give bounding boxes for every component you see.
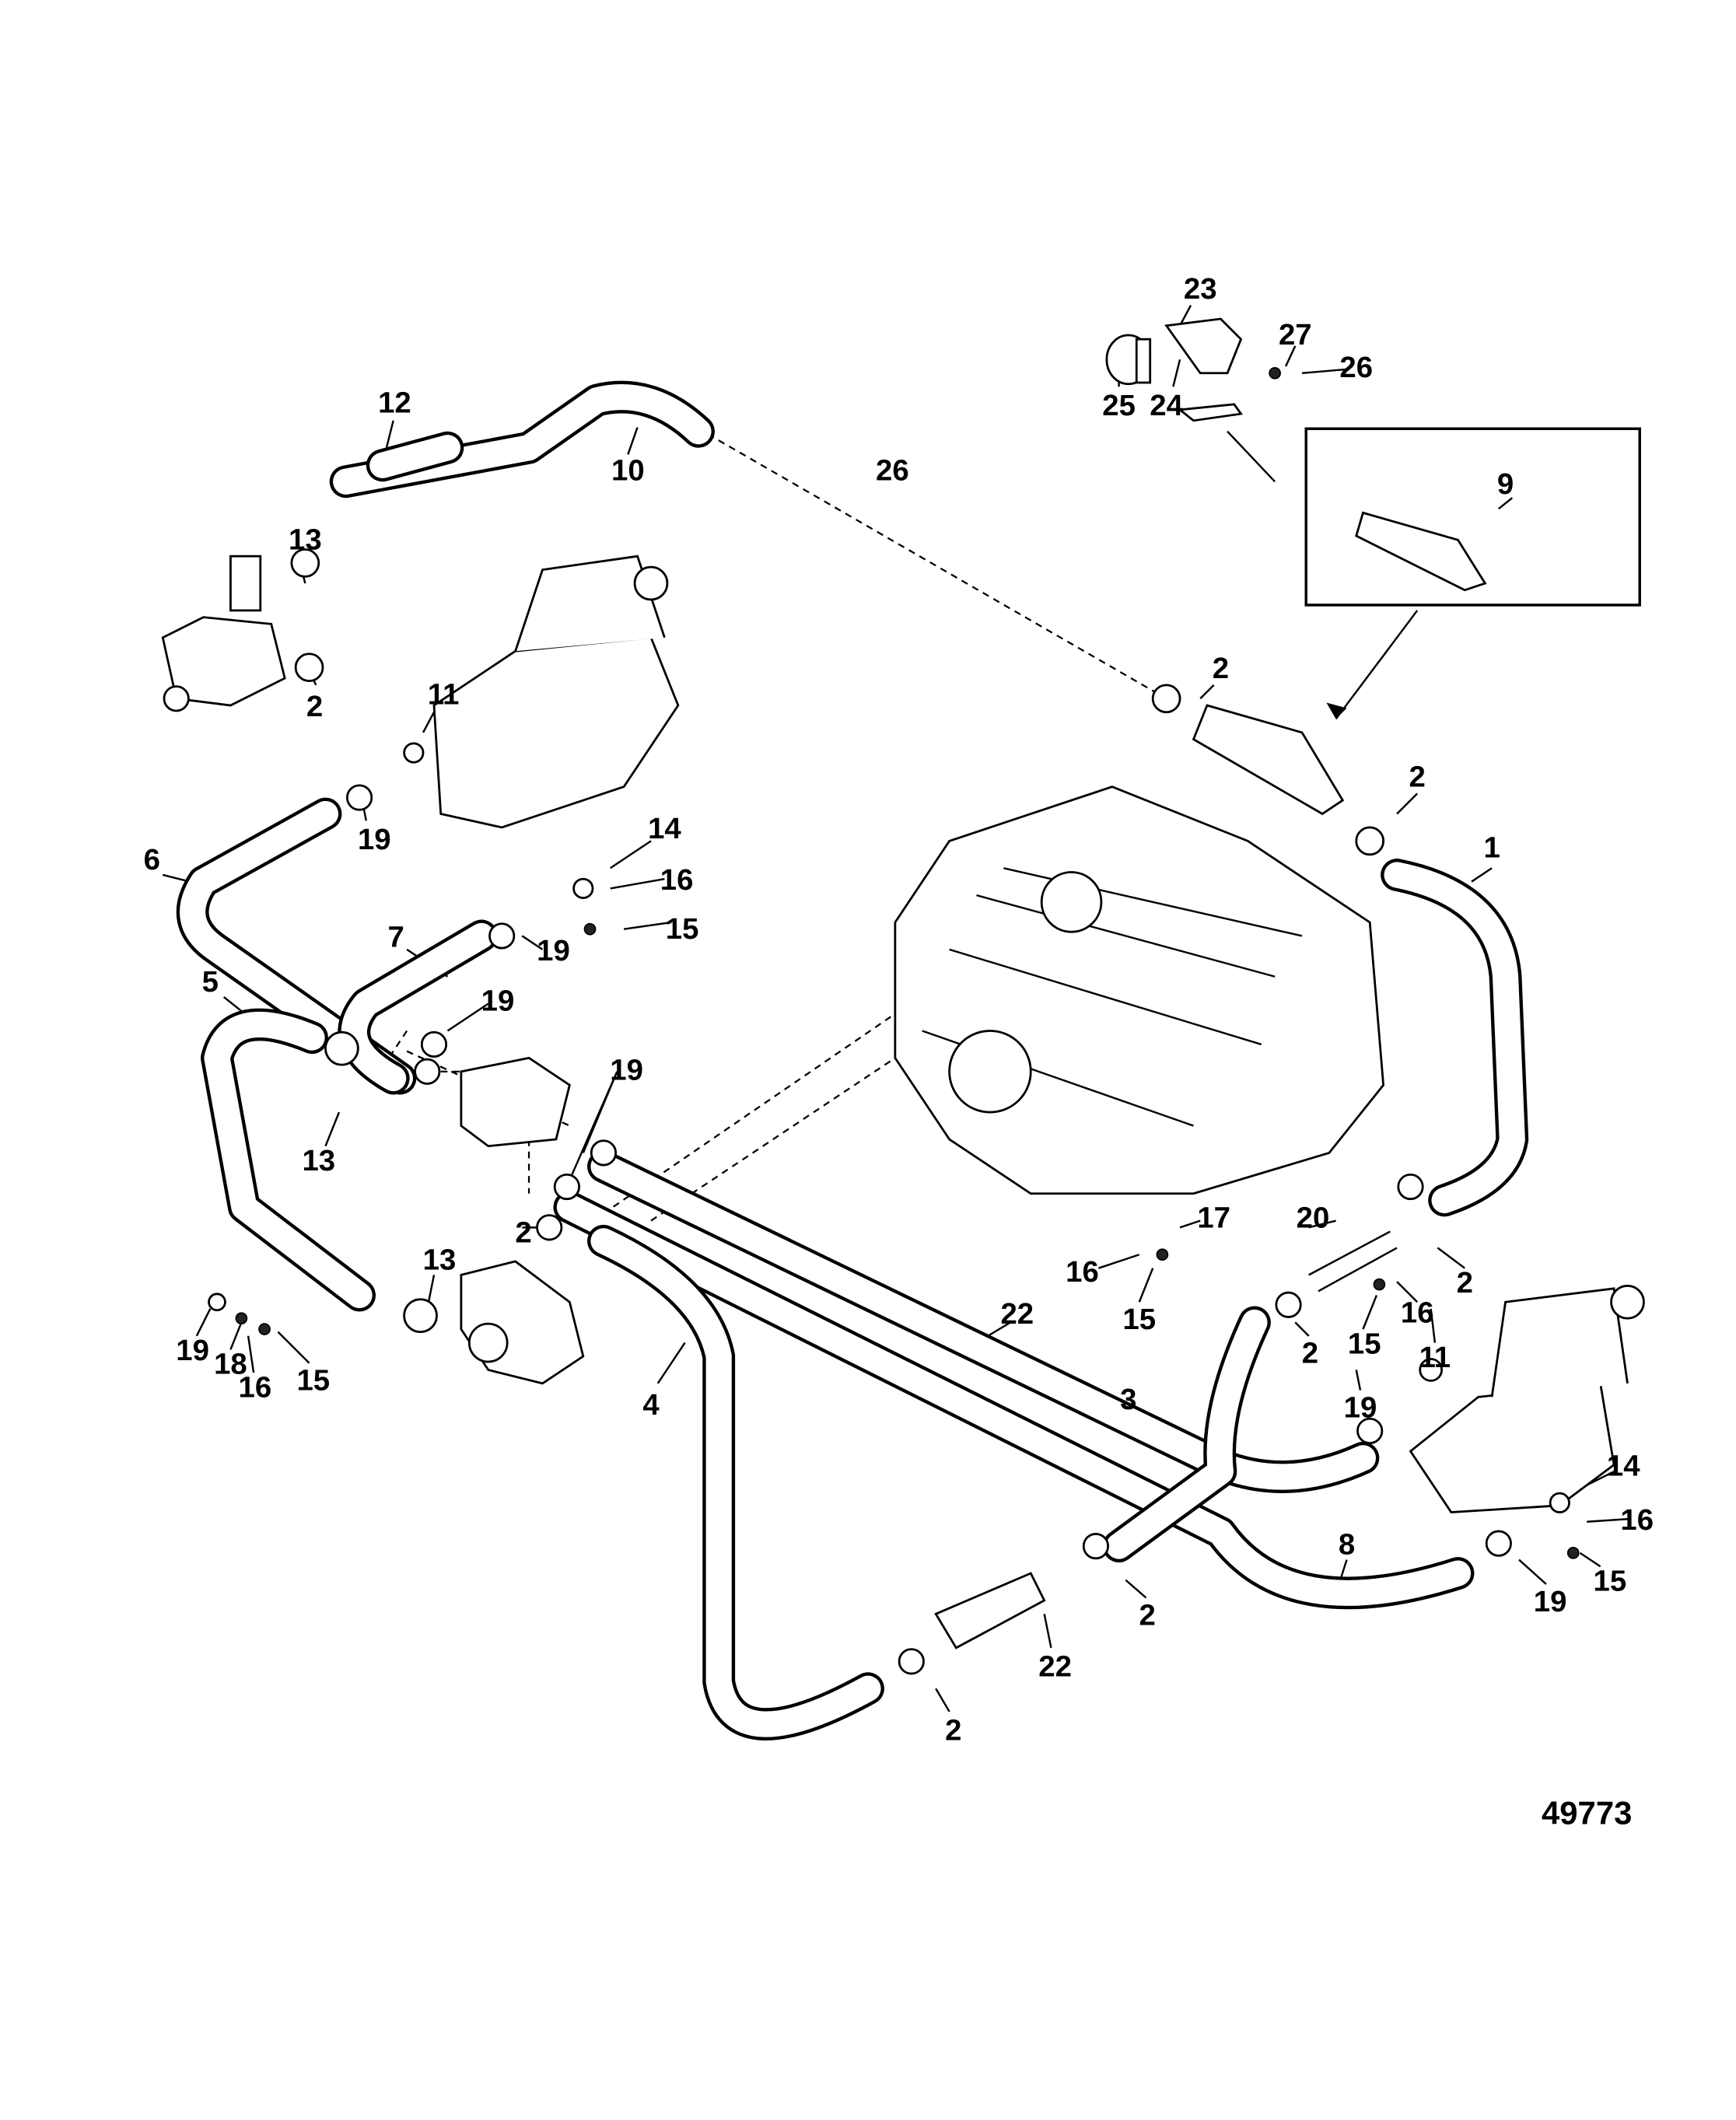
callout-5: 5 [202, 965, 219, 999]
callout-26: 26 [876, 454, 909, 488]
callout-22: 22 [1038, 1650, 1072, 1684]
callout-1: 1 [1483, 831, 1500, 864]
callout-22: 22 [1000, 1297, 1034, 1331]
callout-19: 19 [1534, 1585, 1567, 1618]
callout-2: 2 [1457, 1266, 1473, 1300]
callout-19: 19 [537, 934, 570, 967]
callout-25: 25 [1102, 389, 1136, 422]
callout-6: 6 [144, 843, 160, 876]
thermostat-housing [460, 1056, 571, 1148]
callout-15: 15 [1348, 1328, 1381, 1361]
callout-15: 15 [1593, 1565, 1626, 1598]
callout-13: 13 [423, 1243, 457, 1276]
bracket-assembly [1105, 317, 1281, 422]
callout-17: 17 [1197, 1201, 1230, 1234]
callout-19: 19 [358, 823, 391, 856]
callout-16: 16 [1066, 1255, 1099, 1289]
callout-15: 15 [296, 1364, 330, 1398]
callout-2: 2 [515, 1216, 531, 1250]
callout-16: 16 [660, 863, 694, 897]
hoses [176, 380, 1529, 1740]
callout-10: 10 [611, 454, 645, 488]
callout-2: 2 [306, 690, 323, 723]
callout-11: 11 [1419, 1341, 1451, 1374]
callout-7: 7 [388, 920, 404, 953]
callout-26: 26 [1339, 351, 1373, 384]
hose-clamps [208, 548, 1580, 1675]
callout-19: 19 [1344, 1391, 1377, 1424]
callout-27: 27 [1279, 318, 1312, 352]
callout-14: 14 [1607, 1449, 1640, 1482]
callout-8: 8 [1339, 1528, 1355, 1562]
callout-24: 24 [1150, 389, 1183, 422]
callout-23: 23 [1184, 272, 1217, 306]
callout-16: 16 [1401, 1296, 1434, 1329]
inset-box [1304, 427, 1641, 607]
callout-15: 15 [666, 912, 699, 946]
callout-9: 9 [1497, 467, 1514, 501]
callout-2: 2 [1213, 652, 1229, 685]
callout-12: 12 [378, 386, 411, 419]
callout-13: 13 [289, 523, 322, 556]
callout-3: 3 [1120, 1383, 1136, 1416]
callout-2: 2 [1139, 1598, 1156, 1632]
callout-16: 16 [1620, 1503, 1654, 1537]
callout-4: 4 [642, 1388, 660, 1422]
fuel-cooler [934, 704, 1345, 1649]
callout-14: 14 [648, 812, 681, 845]
callout-2: 2 [1409, 761, 1426, 794]
callout-15: 15 [1122, 1303, 1156, 1336]
callout-19: 19 [610, 1053, 643, 1086]
sea-water-pump [161, 554, 286, 712]
callout-2: 2 [1302, 1337, 1318, 1370]
callout-19: 19 [481, 984, 515, 1017]
callout-16: 16 [238, 1370, 271, 1404]
callout-11: 11 [428, 677, 460, 711]
callout-13: 13 [302, 1144, 335, 1177]
callout-2: 2 [945, 1713, 961, 1747]
exhaust-manifold-left [432, 554, 680, 829]
callout-19: 19 [176, 1334, 209, 1367]
figure-number: 49773 [1542, 1795, 1632, 1831]
callout-18: 18 [214, 1348, 247, 1381]
circulating-water-pump [460, 1260, 585, 1385]
callout-20: 20 [1297, 1201, 1330, 1234]
exhaust-manifold-right [1409, 1284, 1645, 1513]
engine-block [894, 785, 1385, 1195]
